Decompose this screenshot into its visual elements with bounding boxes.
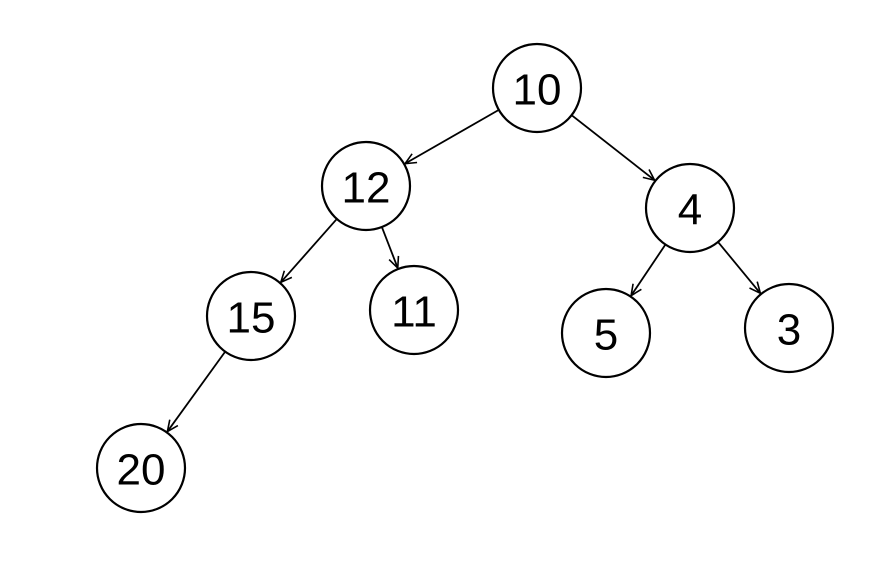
tree-node-12: 12 <box>320 140 412 232</box>
node-label: 11 <box>391 288 437 337</box>
edge-arrow-10-to-12 <box>403 109 500 165</box>
node-circle <box>205 270 297 362</box>
tree-node-5: 5 <box>560 287 652 379</box>
edge-arrow-12-to-11 <box>381 226 400 270</box>
edge-arrow-15-to-20 <box>166 351 226 434</box>
node-circle <box>491 42 583 134</box>
nodes-layer: 10 12 4 15 11 5 3 20 <box>95 42 835 514</box>
edge-arrow-10-to-4 <box>571 114 657 182</box>
tree-node-20: 20 <box>95 422 187 514</box>
edge-arrow-12-to-15 <box>279 218 338 284</box>
node-label: 10 <box>513 66 562 115</box>
tree-node-3: 3 <box>743 282 835 374</box>
node-circle <box>560 287 652 379</box>
node-circle <box>95 422 187 514</box>
tree-node-4: 4 <box>644 162 736 254</box>
edges-layer <box>166 109 762 434</box>
tree-node-15: 15 <box>205 270 297 362</box>
edge-arrow-4-to-3 <box>717 241 762 295</box>
tree-node-10: 10 <box>491 42 583 134</box>
edge-arrow-4-to-5 <box>630 244 667 298</box>
node-circle <box>743 282 835 374</box>
tree-node-11: 11 <box>368 264 460 356</box>
node-label: 15 <box>227 294 276 343</box>
node-circle <box>320 140 412 232</box>
node-label: 12 <box>342 164 391 213</box>
node-label: 3 <box>777 306 801 355</box>
node-label: 20 <box>117 446 166 495</box>
node-circle <box>368 264 460 356</box>
node-circle <box>644 162 736 254</box>
node-label: 4 <box>678 186 702 235</box>
node-label: 5 <box>594 311 618 360</box>
